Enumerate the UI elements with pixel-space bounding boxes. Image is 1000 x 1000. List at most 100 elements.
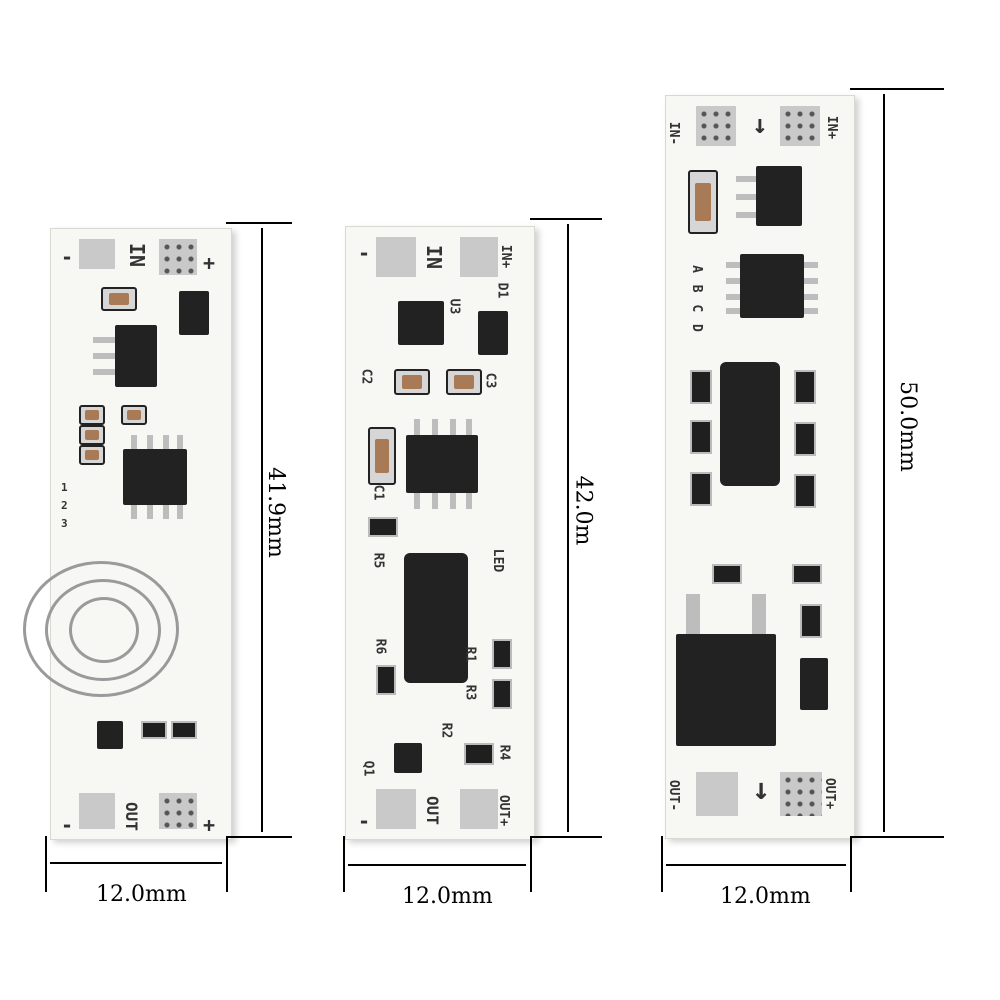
board1-pad-in-minus (79, 239, 115, 269)
board2-u3-chip (398, 301, 444, 345)
board3-ic-leg (804, 294, 818, 300)
board2-c2-label: C2 (358, 368, 374, 385)
board2-r5-label: R5 (370, 552, 386, 569)
pcb-board-1: - IN + 1 2 3 - OUT (23, 228, 232, 840)
pcb-board-3: IN- ↓ IN+ A B C D OUT- (665, 95, 855, 839)
board3-pad-in-plus (780, 106, 820, 146)
board3-out-minus-label: OUT- (666, 779, 682, 812)
board2-ic (406, 435, 478, 493)
board2-c1-label: C1 (370, 484, 386, 501)
board2-minus-bottom: - (358, 809, 371, 833)
board3-height-bottom-tick (850, 836, 944, 838)
board2-r1-label: R1 (462, 646, 478, 663)
ir-sensor (720, 362, 780, 486)
board2-led-label: LED (490, 548, 506, 573)
board1-plus-bottom: + (203, 813, 216, 837)
board2-ic-leg (432, 493, 438, 509)
board3-resistor (794, 422, 816, 456)
board2-q1-transistor (394, 743, 422, 773)
board1-width-right-tick (226, 836, 228, 892)
board3-pad-out-plus (780, 772, 822, 816)
touch-spring-core (69, 597, 139, 663)
board2-ic-leg (414, 493, 420, 509)
board2-c3-label: C3 (482, 372, 498, 389)
board2-in-label: IN (422, 244, 447, 270)
board1-smd (79, 405, 105, 425)
board2-ic-leg (450, 493, 456, 509)
board2-in-plus-label: IN+ (498, 244, 514, 269)
board2-minus-top: - (358, 241, 371, 265)
board3-out-plus-label: OUT+ (822, 777, 838, 810)
board1-reg-leg (93, 369, 115, 375)
board1-reg-leg (93, 337, 115, 343)
board1-ic (123, 449, 187, 505)
board3-pad-out-minus (696, 772, 738, 816)
board2-ic-leg (466, 419, 472, 435)
board2-height-label: 42.0m (570, 475, 596, 546)
board1-ic-leg (147, 435, 153, 449)
board1-width-label: 12.0mm (96, 882, 187, 907)
board2-r4 (464, 743, 494, 765)
board3-height-label: 50.0mm (894, 381, 920, 472)
board1-transistor (97, 721, 123, 749)
board3-resistor (712, 564, 742, 584)
board2-r6 (376, 665, 396, 695)
board3-abcd-label: A B C D (688, 265, 704, 334)
board3-width-left-tick (661, 836, 663, 892)
board3-reg-leg (736, 212, 756, 218)
board1-minus-top: - (61, 245, 74, 269)
board1-ic-leg (177, 505, 183, 519)
board1-diode (179, 291, 209, 335)
board1-width-left-tick (45, 836, 47, 892)
board2-height-line (567, 224, 569, 832)
board2-pad-in-minus (376, 237, 416, 277)
board3-capacitor (688, 170, 718, 234)
board1-reg-leg (93, 353, 115, 359)
board2-ic-leg (450, 419, 456, 435)
board1-pad-out-plus (159, 793, 197, 829)
board1-in-label: IN (125, 242, 150, 268)
touch-spring-inner (45, 579, 161, 681)
board2-u3-label: U3 (446, 298, 462, 315)
board1-ic-leg (131, 435, 137, 449)
board2-r1 (492, 639, 512, 669)
board3-ic (740, 254, 804, 318)
board2-r6-label: R6 (372, 638, 388, 655)
board2-c3 (446, 369, 482, 395)
board1-ic-leg (177, 435, 183, 449)
board3-height-top-tick (850, 88, 944, 90)
board2-r3-label: R3 (462, 684, 478, 701)
board2-c1 (368, 427, 396, 485)
board3-resistor (794, 474, 816, 508)
board1-smd (79, 445, 105, 465)
board2-ic-leg (414, 419, 420, 435)
board3-regulator (756, 166, 802, 226)
board3-ic-leg (726, 262, 740, 268)
board3-resistor (690, 420, 712, 454)
board2-height-bottom-tick (530, 836, 602, 838)
board3-ic-leg (804, 278, 818, 284)
board3-width-line (666, 864, 846, 866)
board1-pin-1: 1 (61, 481, 68, 494)
board2-width-right-tick (530, 836, 532, 892)
board3-diode (800, 658, 828, 710)
board2-d1-diode (478, 311, 508, 355)
board1-pin-2: 2 (61, 499, 68, 512)
board3-ic-leg (726, 278, 740, 284)
board3-ic-leg (804, 262, 818, 268)
board2-width-left-tick (343, 836, 345, 892)
board1-out-label: OUT (121, 802, 141, 831)
board3-resistor (800, 604, 822, 638)
board3-mosfet-leg (686, 594, 700, 634)
board2-q1-label: Q1 (360, 760, 376, 777)
board2-pad-out-minus (376, 789, 416, 829)
board1-resistor (171, 721, 197, 739)
board3-ic-leg (804, 308, 818, 314)
board1-height-line (261, 228, 263, 832)
board3-ic-leg (726, 294, 740, 300)
board1-width-line (50, 862, 222, 864)
board1-resistor (141, 721, 167, 739)
down-arrow-icon: ↓ (752, 772, 771, 807)
board3-resistor (792, 564, 822, 584)
